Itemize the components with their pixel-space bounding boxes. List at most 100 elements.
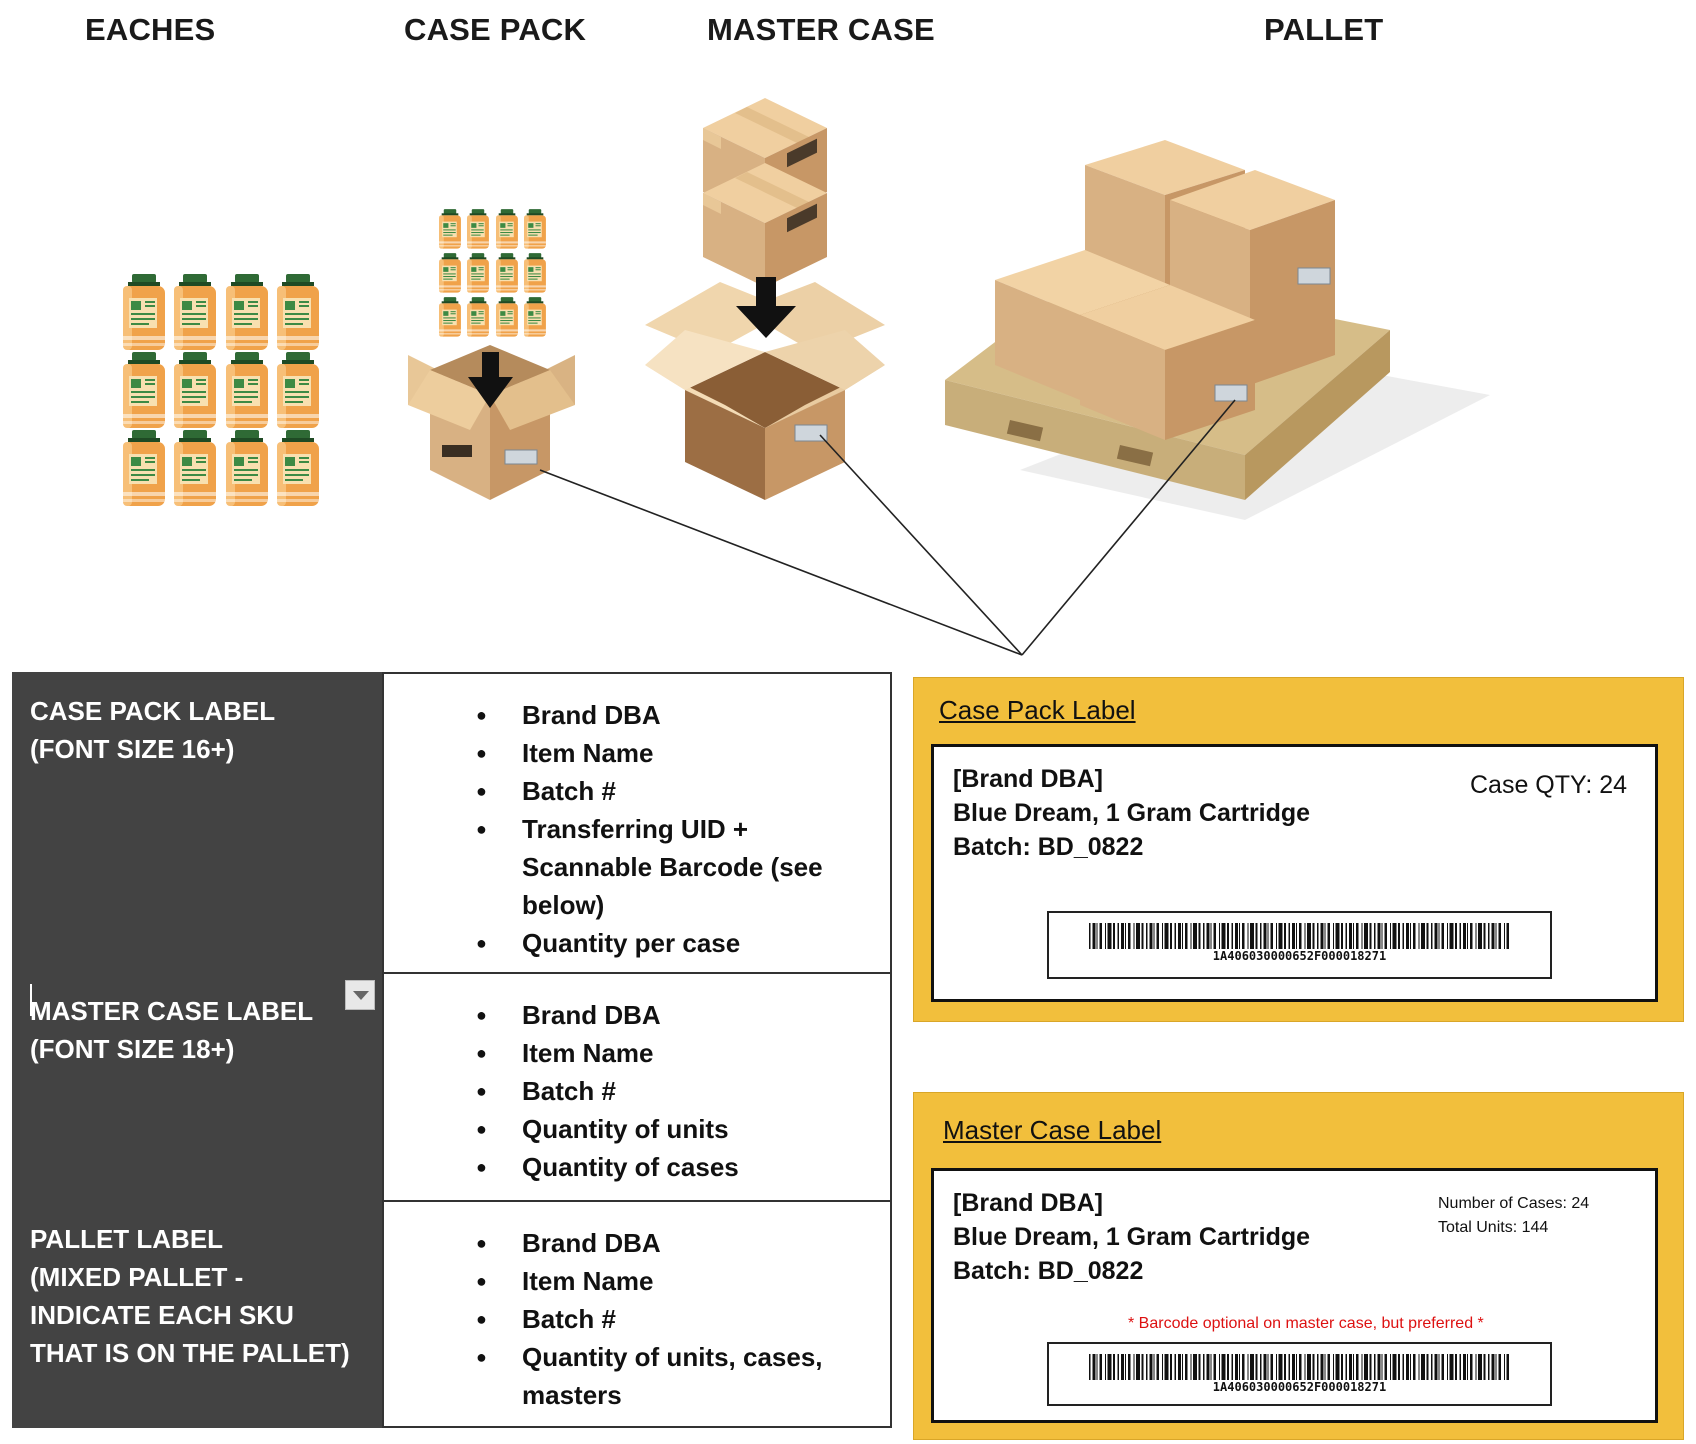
barcode-bar [1299,1354,1302,1380]
connector-lines [539,399,1236,656]
label-number-of-cases: Number of Cases: 24 [1438,1195,1590,1212]
label-total-units: Total Units: 144 [1438,1219,1549,1236]
barcode-bar [1242,1354,1245,1380]
barcode-bar [1384,1354,1387,1380]
barcode-bar [1213,1354,1216,1380]
barcode-bar [1431,1354,1433,1380]
row-items-pallet: Brand DBA Item Name Batch # Quantity of … [382,1200,892,1428]
barcode-bar [1105,1354,1106,1380]
barcode-bar [1164,923,1169,949]
master-case-boxes [703,98,827,287]
barcode-bar [1406,923,1409,949]
barcode-bar [1478,923,1482,949]
barcode-bar [1260,923,1262,949]
barcode-bar [1410,923,1411,949]
barcode-bar [1356,1354,1359,1380]
label-case-qty: Case QTY: 24 [1470,771,1628,799]
list-item: Brand DBA [384,696,890,734]
barcode-bar [1231,923,1233,949]
barcode-bar [1495,1354,1497,1380]
case-pack-label-card: [Brand DBA] Blue Dream, 1 Gram Cartridge… [931,744,1658,1002]
barcode-bars [1089,1354,1509,1380]
list-item: Brand DBA [384,996,890,1034]
barcode-bar [1296,923,1297,949]
barcode-bar [1117,1354,1119,1380]
barcode-bar [1304,1354,1306,1380]
row-title-pallet: PALLET LABEL (MIXED PALLET - INDICATE EA… [12,1200,382,1428]
barcode-bar [1149,923,1153,949]
master-case-label-panel: Master Case Label [Brand DBA] Blue Dream… [913,1092,1684,1440]
barcode-bar [1299,923,1302,949]
barcode-bar [1141,1354,1144,1380]
barcode-bar [1190,923,1192,949]
barcode-bar [1250,923,1254,949]
barcode-bar [1278,1354,1283,1380]
barcode-bar [1210,1354,1212,1380]
barcode-bar [1369,1354,1372,1380]
list-item: Batch # [384,1300,890,1338]
barcode-bar [1149,1354,1153,1380]
barcode-bar [1210,923,1212,949]
barcode-bar [1193,923,1197,949]
barcode-bar [1136,1354,1140,1380]
barcode-bar [1483,1354,1486,1380]
barcode-bar [1413,1354,1416,1380]
barcode-bar [1203,923,1205,949]
barcode-bar [1398,923,1400,949]
barcode-bar [1317,923,1319,949]
barcode-bar [1227,1354,1229,1380]
barcode-bar [1182,923,1183,949]
barcode-bar [1504,1354,1505,1380]
panel-title: Master Case Label [943,1115,1162,1145]
barcode-number: 1A406030000652F000018271 [1212,1380,1387,1394]
barcode-bar [1231,1354,1233,1380]
barcode-bar [1317,1354,1319,1380]
barcode-bar [1117,923,1119,949]
barcode-bar [1164,1354,1169,1380]
case-pack-jars [439,209,546,337]
barcode-bar [1345,923,1347,949]
barcode-bar [1121,923,1124,949]
barcode-bar [1392,923,1397,949]
barcode-bar [1107,923,1112,949]
barcode-bar [1478,1354,1482,1380]
heading-pallet: PALLET [1264,12,1384,47]
barcode-bar [1125,923,1126,949]
dropdown-icon[interactable] [345,980,375,1010]
barcode-bar [1267,923,1269,949]
barcode-bar [1178,1354,1181,1380]
barcode-bar [1495,923,1497,949]
table-row: CASE PACK LABEL (FONT SIZE 16+) Brand DB… [12,672,892,974]
barcode-bar [1441,1354,1444,1380]
barcode-bar [1335,1354,1340,1380]
barcode-bar [1250,1354,1254,1380]
barcode-icon: 1A406030000652F000018271 [1047,911,1552,979]
label-item: Blue Dream, 1 Gram Cartridge [953,1223,1311,1251]
barcode-bar [1312,923,1315,949]
list-item: Quantity of units, cases, [384,1338,890,1376]
barcode-bar [1247,923,1249,949]
barcode-bar [1206,1354,1210,1380]
barcode-bar [1239,1354,1240,1380]
barcode-bar [1374,1354,1376,1380]
barcode-bar [1089,923,1091,949]
barcode-bar [1402,1354,1404,1380]
barcode-bar [1235,923,1238,949]
barcode-bar [1170,923,1172,949]
barcode-bar [1467,1354,1468,1380]
eaches-jars [123,274,319,506]
barcode-bar [1156,1354,1159,1380]
barcode-bar [1203,1354,1205,1380]
barcode-bar [1198,1354,1201,1380]
barcode-bar [1345,1354,1347,1380]
barcode-bar [1333,1354,1334,1380]
barcode-bar [1463,923,1466,949]
table-row: MASTER CASE LABEL (FONT SIZE 18+) Brand … [12,972,892,1202]
list-item: Item Name [384,1034,890,1072]
barcode-bar [1333,923,1334,949]
master-case-label-card: [Brand DBA] Blue Dream, 1 Gram Cartridge… [931,1168,1658,1423]
barcode-bar [1092,1354,1096,1380]
barcode-bar [1418,1354,1420,1380]
barcode-bar [1349,923,1352,949]
barcode-bar [1096,923,1098,949]
